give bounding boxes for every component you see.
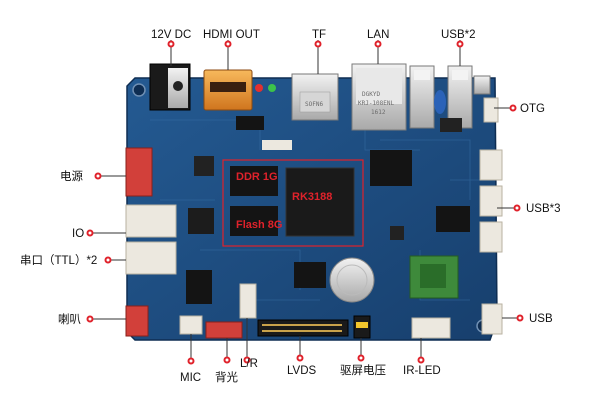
tf-slot: SOFN6 bbox=[291, 73, 339, 121]
status-leds bbox=[255, 84, 276, 92]
dc-jack bbox=[149, 63, 191, 111]
usb3-connector-3 bbox=[479, 221, 503, 253]
power-connector bbox=[125, 147, 153, 197]
label-serial: 串口（TTL）*2 bbox=[20, 254, 97, 267]
label-otg: OTG bbox=[520, 103, 545, 115]
otg-port bbox=[473, 75, 499, 123]
label-backlight: 背光 bbox=[215, 370, 238, 384]
usb3-connector-1 bbox=[479, 149, 503, 181]
io-connector bbox=[125, 204, 177, 238]
label-irled: IR-LED bbox=[403, 365, 441, 377]
hdmi-port bbox=[203, 69, 253, 111]
lvds-pins bbox=[262, 324, 342, 332]
label-speaker: 喇叭 bbox=[58, 312, 81, 326]
lan-code: 1612 bbox=[371, 109, 386, 116]
label-lan: LAN bbox=[367, 29, 389, 41]
flash-chip-label: Flash 8G bbox=[236, 219, 282, 231]
label-mic: MIC bbox=[180, 372, 201, 384]
backlight-connector bbox=[205, 321, 243, 339]
lvds-header bbox=[257, 319, 349, 337]
coin-cell-battery bbox=[329, 257, 375, 303]
jumper-cap bbox=[356, 322, 368, 328]
label-usb: USB bbox=[529, 313, 553, 325]
serial-connectors bbox=[125, 241, 177, 275]
ddr-chip-label: DDR 1G bbox=[236, 171, 278, 183]
label-lvds: LVDS bbox=[287, 365, 317, 377]
lan-brand: DGKYD bbox=[362, 91, 380, 98]
label-12v-dc: 12V DC bbox=[151, 29, 191, 41]
misc-components bbox=[186, 116, 470, 304]
usb2-ports bbox=[409, 65, 473, 129]
label-screen-voltage: 驱屏电压 bbox=[340, 364, 386, 377]
label-io: IO bbox=[72, 228, 84, 240]
label-lr: L/R bbox=[240, 358, 258, 370]
irled-connector bbox=[411, 317, 451, 339]
speaker-connector bbox=[125, 305, 149, 337]
lan-part: KRJ-108ENL bbox=[358, 100, 395, 107]
lan-port: DGKYD KRJ-108ENL 1612 bbox=[351, 63, 407, 131]
mic-connector bbox=[179, 315, 203, 335]
soc-highlight bbox=[222, 159, 364, 247]
callout-markers bbox=[86, 40, 524, 365]
lr-switch bbox=[239, 283, 257, 319]
usb-connector bbox=[481, 303, 503, 335]
label-usb2: USB*2 bbox=[441, 29, 476, 41]
tf-card-marking: SOFN6 bbox=[305, 101, 323, 108]
label-power: 电源 bbox=[60, 169, 83, 183]
label-usb3: USB*3 bbox=[526, 203, 561, 215]
label-tf: TF bbox=[312, 29, 326, 41]
usb3-connector-2 bbox=[479, 185, 503, 217]
cpu-chip-label: RK3188 bbox=[292, 191, 332, 203]
wifi-module bbox=[409, 255, 459, 299]
label-hdmi-out: HDMI OUT bbox=[203, 29, 260, 41]
